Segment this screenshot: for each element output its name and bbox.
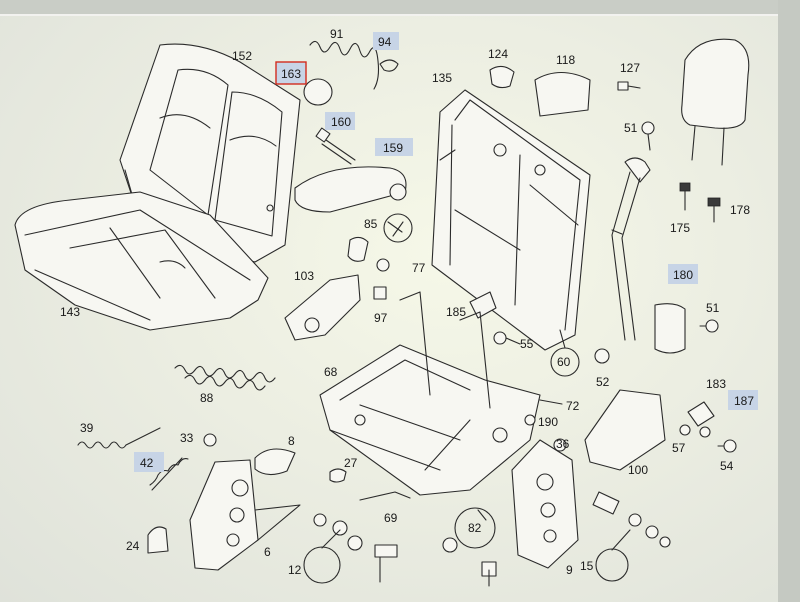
- part-spring-39[interactable]: [77, 427, 161, 449]
- label-103[interactable]: 103: [294, 269, 314, 283]
- label-82[interactable]: 82: [468, 521, 482, 535]
- label-33[interactable]: 33: [180, 431, 194, 445]
- label-135[interactable]: 135: [432, 71, 452, 85]
- label-143[interactable]: 143: [60, 305, 80, 319]
- label-12[interactable]: 12: [288, 563, 302, 577]
- label-124[interactable]: 124: [488, 47, 508, 61]
- window-scrollbar-gutter[interactable]: [778, 0, 800, 602]
- label-68[interactable]: 68: [324, 365, 338, 379]
- window-top-edge: [0, 14, 778, 16]
- part-headrest[interactable]: [681, 38, 750, 166]
- label-127[interactable]: 127: [620, 61, 640, 75]
- part-knob-124[interactable]: [489, 65, 515, 89]
- part-bolt-54[interactable]: [717, 439, 737, 453]
- part-hardware-15[interactable]: [592, 491, 671, 582]
- part-185[interactable]: [469, 291, 497, 319]
- part-72-190[interactable]: [524, 399, 563, 426]
- part-hardware-82[interactable]: [442, 507, 497, 587]
- label-100[interactable]: 100: [628, 463, 648, 477]
- label-183[interactable]: 183: [706, 377, 726, 391]
- label-69[interactable]: 69: [384, 511, 398, 525]
- part-armrest-159[interactable]: [294, 166, 407, 213]
- label-72[interactable]: 72: [566, 399, 580, 413]
- label-178[interactable]: 178: [730, 203, 750, 217]
- part-97[interactable]: [373, 286, 387, 300]
- leader-lines: [321, 329, 631, 551]
- part-spring-42[interactable]: [149, 457, 189, 491]
- part-57[interactable]: [679, 424, 691, 436]
- part-clip-94[interactable]: [379, 59, 399, 72]
- label-185[interactable]: 185: [446, 305, 466, 319]
- part-bolt-51b[interactable]: [699, 319, 719, 333]
- label-8[interactable]: 8: [288, 434, 295, 448]
- label-6[interactable]: 6: [264, 545, 271, 559]
- label-118[interactable]: 118: [556, 53, 575, 67]
- window-top-bar: [0, 0, 800, 16]
- label-57[interactable]: 57: [672, 441, 686, 455]
- part-hardware-12[interactable]: [303, 513, 398, 584]
- part-cap-24[interactable]: [147, 526, 169, 554]
- label-180[interactable]: 180: [673, 268, 693, 282]
- label-190[interactable]: 190: [538, 415, 558, 429]
- part-seat-cushion[interactable]: [14, 191, 269, 331]
- part-183[interactable]: [687, 401, 715, 438]
- label-55[interactable]: 55: [520, 337, 534, 351]
- label-94[interactable]: 94: [378, 35, 392, 49]
- label-88[interactable]: 88: [200, 391, 214, 405]
- part-washer-33[interactable]: [203, 433, 217, 447]
- highlight-180[interactable]: [668, 264, 698, 284]
- label-91[interactable]: 91: [330, 27, 344, 41]
- part-cap-163[interactable]: [303, 78, 333, 106]
- label-97[interactable]: 97: [374, 311, 388, 325]
- label-51b[interactable]: 51: [706, 301, 720, 315]
- label-39[interactable]: 39: [80, 421, 94, 435]
- part-cover-100[interactable]: [584, 389, 666, 471]
- label-36[interactable]: 36: [556, 437, 570, 451]
- label-52[interactable]: 52: [596, 375, 610, 389]
- label-85[interactable]: 85: [364, 217, 378, 231]
- label-159[interactable]: 159: [383, 141, 403, 155]
- label-9[interactable]: 9: [566, 563, 573, 577]
- label-42[interactable]: 42: [140, 456, 154, 470]
- label-27[interactable]: 27: [344, 456, 358, 470]
- part-mechanism-6[interactable]: [189, 459, 301, 571]
- part-8[interactable]: [254, 448, 296, 476]
- label-163[interactable]: 163: [281, 67, 301, 81]
- part-bracket-103[interactable]: [284, 274, 361, 341]
- highlight-42[interactable]: [134, 452, 164, 472]
- label-187[interactable]: 187: [734, 394, 754, 408]
- label-51a[interactable]: 51: [624, 121, 638, 135]
- highlight-160[interactable]: [325, 112, 355, 130]
- label-175[interactable]: 175: [670, 221, 690, 235]
- part-27[interactable]: [329, 468, 347, 483]
- label-160[interactable]: 160: [331, 115, 351, 129]
- part-seat-frame-68[interactable]: [319, 291, 541, 496]
- part-backrest-frame[interactable]: [431, 89, 591, 351]
- part-spring-88[interactable]: [174, 364, 276, 391]
- highlight-187[interactable]: [728, 390, 758, 410]
- label-77[interactable]: 77: [412, 261, 426, 275]
- part-seatbelt-180[interactable]: [611, 157, 686, 354]
- part-69[interactable]: [359, 491, 411, 501]
- part-screw-127[interactable]: [617, 81, 641, 91]
- part-bolt-51a[interactable]: [641, 121, 655, 151]
- part-bolt-160[interactable]: [315, 127, 356, 165]
- part-mechanism-9[interactable]: [511, 438, 579, 569]
- part-bush-85[interactable]: [347, 213, 413, 272]
- part-nut-52[interactable]: [594, 348, 610, 364]
- highlight-159[interactable]: [375, 138, 413, 156]
- part-spring-91[interactable]: [309, 40, 380, 90]
- highlight-163-selected[interactable]: [275, 61, 307, 85]
- label-24[interactable]: 24: [126, 539, 140, 553]
- highlight-94[interactable]: [373, 32, 399, 50]
- label-15[interactable]: 15: [580, 559, 594, 573]
- part-bolt-55[interactable]: [493, 331, 521, 345]
- parts-diagram: 152 91 94 163 124 118 127 135 160 51 159…: [14, 27, 758, 587]
- label-152[interactable]: 152: [232, 49, 252, 63]
- part-headrest-guides[interactable]: [679, 182, 721, 223]
- label-54[interactable]: 54: [720, 459, 734, 473]
- part-cover-118[interactable]: [534, 71, 591, 117]
- label-60[interactable]: 60: [557, 355, 571, 369]
